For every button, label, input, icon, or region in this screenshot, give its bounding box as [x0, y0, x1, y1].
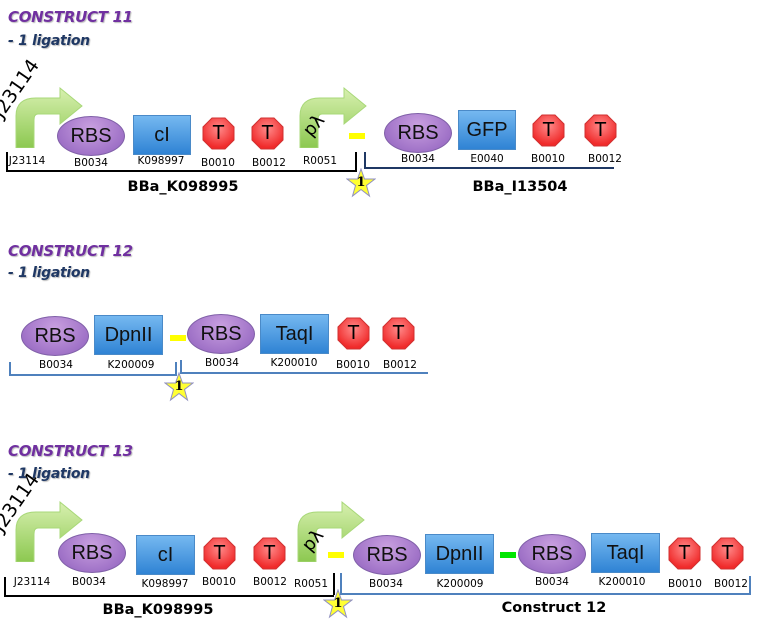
part-id: B0034: [369, 578, 403, 590]
terminator-icon: T: [532, 114, 565, 147]
part-id: B0012: [383, 359, 417, 371]
part-id: B0012: [714, 578, 748, 590]
bracket-k098995: [4, 595, 334, 597]
construct-11-subtitle: - 1 ligation: [8, 33, 90, 49]
part-id: R0051: [302, 155, 338, 167]
cds-dpnii: DpnII: [425, 534, 494, 574]
part-id: B0034: [72, 576, 106, 588]
bracket-label: Construct 12: [501, 600, 607, 616]
cds-taqi: TaqI: [591, 533, 660, 573]
bracket-k098995: [6, 170, 356, 172]
rbs: RBS: [353, 535, 421, 575]
bracket-right-edge: [175, 362, 177, 376]
terminator-icon: T: [251, 117, 284, 150]
terminator-icon: T: [382, 317, 415, 350]
ligation-star-icon: 1: [164, 372, 194, 402]
part-id: B0034: [205, 357, 239, 369]
terminator-icon: T: [202, 117, 235, 150]
scar: [500, 552, 516, 558]
construct-13-title: CONSTRUCT 13: [8, 442, 133, 460]
scar: [349, 133, 365, 139]
rbs: RBS: [21, 316, 89, 356]
construct-11-title: CONSTRUCT 11: [8, 8, 133, 26]
part-id: B0010: [201, 157, 235, 169]
terminator-icon: T: [203, 537, 236, 570]
terminator-icon: T: [337, 317, 370, 350]
part-id: B0034: [401, 153, 435, 165]
construct-12-subtitle: - 1 ligation: [8, 265, 90, 281]
part-id: B0034: [39, 359, 73, 371]
part-id: B0012: [253, 576, 287, 588]
bracket-label: BBa_I13504: [472, 179, 568, 195]
bracket-left-edge: [340, 573, 342, 595]
part-id: B0010: [668, 578, 702, 590]
cds-ci: cI: [133, 115, 191, 155]
part-id: B0010: [531, 153, 565, 165]
part-id: K098997: [137, 155, 185, 167]
rbs: RBS: [384, 113, 452, 153]
part-id: B0012: [588, 153, 622, 165]
part-id: R0051: [293, 578, 329, 590]
bracket-label: BBa_K098995: [102, 602, 214, 618]
bracket-construct-12: [340, 593, 750, 595]
bracket-left-edge: [6, 152, 8, 172]
bracket-right-edge: [333, 573, 335, 595]
part-id: B0034: [535, 576, 569, 588]
ligation-star-icon: 1: [346, 168, 376, 198]
part-id: K200009: [107, 359, 155, 371]
part-id: B0012: [252, 157, 286, 169]
rbs: RBS: [58, 533, 126, 573]
terminator-icon: T: [253, 537, 286, 570]
terminator-icon: T: [584, 114, 617, 147]
cds-ci: cI: [136, 535, 195, 575]
rbs: RBS: [57, 116, 125, 156]
part-id: K200009: [436, 578, 484, 590]
bracket-i13504: [364, 167, 614, 169]
cds-gfp: GFP: [458, 110, 516, 150]
bracket-right-edge: [355, 152, 357, 172]
part-id: K200010: [270, 357, 318, 369]
part-id: E0040: [470, 153, 504, 165]
cds-taqi: TaqI: [260, 314, 329, 354]
construct-13-subtitle: - 1 ligation: [8, 466, 90, 482]
terminator-icon: T: [668, 537, 701, 570]
bracket-right-edge: [749, 576, 751, 595]
bracket-left-edge: [180, 360, 182, 374]
ligation-star-icon: 1: [323, 589, 353, 619]
bracket-left-edge: [4, 577, 6, 597]
part-id: J23114: [8, 155, 46, 167]
bracket-left-edge: [364, 152, 366, 169]
cds-dpnii: DpnII: [94, 315, 163, 355]
terminator-icon: T: [711, 537, 744, 570]
part-id: B0034: [74, 157, 108, 169]
part-id: B0010: [336, 359, 370, 371]
bracket-left-edge: [9, 362, 11, 376]
construct-12-title: CONSTRUCT 12: [8, 242, 133, 260]
scar: [170, 335, 186, 341]
bracket-dpnii: [9, 374, 176, 376]
part-id: K200010: [598, 576, 646, 588]
rbs: RBS: [187, 314, 255, 354]
bracket-taqi: [180, 372, 428, 374]
part-id: K098997: [141, 578, 189, 590]
part-id: B0010: [202, 576, 236, 588]
bracket-label: BBa_K098995: [127, 179, 239, 195]
rbs: RBS: [518, 534, 586, 574]
part-id: J23114: [13, 576, 51, 588]
scar: [328, 552, 344, 558]
